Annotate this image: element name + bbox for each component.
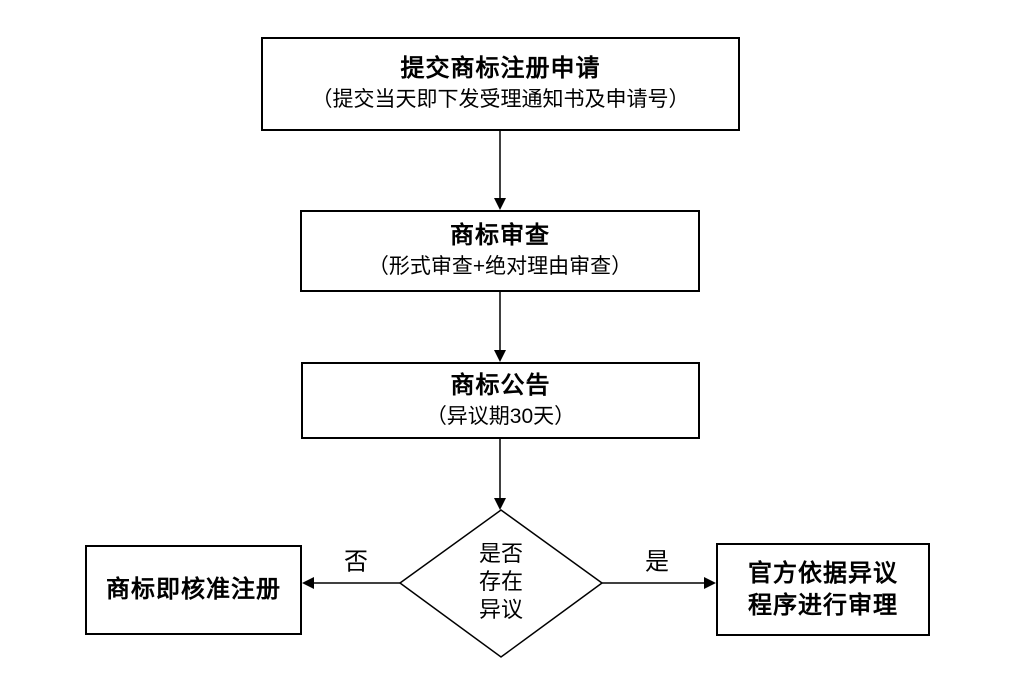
edge-label-yes: 是: [645, 548, 669, 576]
node-submit-application: 提交商标注册申请 （提交当天即下发受理通知书及申请号）: [261, 37, 740, 131]
node-opposition-procedure: 官方依据异议 程序进行审理: [716, 543, 930, 636]
decision-line-2: 存在: [478, 569, 523, 594]
node-review-subtitle: （形式审查+绝对理由审查）: [367, 255, 633, 278]
arrow-submit-to-review: [494, 131, 506, 210]
node-registration-approved: 商标即核准注册: [85, 545, 302, 635]
edge-label-no: 否: [344, 548, 368, 576]
node-review-title: 商标审查: [450, 222, 550, 249]
arrow-decision-to-opposition: [602, 577, 716, 589]
decision-line-3: 异议: [478, 597, 523, 622]
decision-diamond-label: 是否 存在 异议: [401, 540, 601, 624]
arrow-publication-to-decision: [494, 439, 506, 510]
node-trademark-publication: 商标公告 （异议期30天）: [301, 362, 700, 439]
node-approved-title: 商标即核准注册: [106, 576, 281, 603]
node-publication-title: 商标公告: [450, 371, 551, 399]
node-submit-title: 提交商标注册申请: [400, 55, 601, 82]
arrow-review-to-publication: [494, 292, 506, 362]
node-publication-subtitle: （异议期30天）: [425, 404, 576, 428]
node-trademark-review: 商标审查 （形式审查+绝对理由审查）: [300, 210, 700, 292]
arrow-decision-to-approved: [302, 577, 400, 589]
node-opposition-line-1: 官方依据异议: [748, 559, 898, 587]
decision-line-1: 是否: [478, 541, 523, 566]
node-opposition-line-2: 程序进行审理: [748, 591, 898, 619]
node-submit-subtitle: （提交当天即下发受理通知书及申请号）: [311, 88, 690, 111]
decision-diamond: [398, 509, 604, 658]
